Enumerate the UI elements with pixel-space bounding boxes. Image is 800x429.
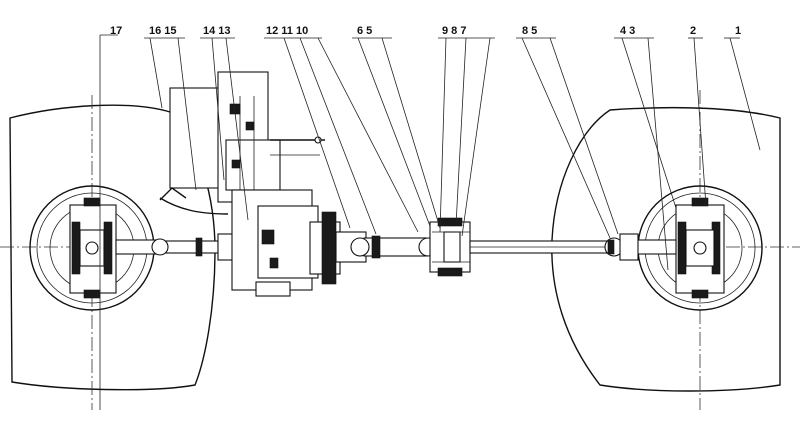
callout-2: 2 [690, 25, 696, 37]
left-half-shaft [151, 233, 241, 261]
leader-lines [99, 34, 761, 410]
callout-12-11-10: 12 11 10 [266, 25, 308, 37]
callout-6-5: 6 5 [357, 25, 372, 37]
right-drive-shaft [469, 233, 639, 261]
callout-8-5: 8 5 [522, 25, 537, 37]
callout-16-15: 16 15 [149, 25, 177, 37]
callout-4-3: 4 3 [620, 25, 635, 37]
central-propeller-shaft [350, 235, 438, 259]
intermediate-support-bearing [429, 217, 471, 277]
left-hub-assembly [29, 185, 157, 311]
right-wheel [551, 106, 781, 392]
callout-17: 17 [110, 25, 122, 37]
callout-14-13: 14 13 [203, 25, 231, 37]
right-hub-assembly [635, 185, 763, 311]
callout-1: 1 [735, 25, 741, 37]
callout-labels: 1 2 4 3 8 5 9 8 7 6 5 12 11 10 14 13 16 … [110, 25, 741, 37]
callout-9-8-7: 9 8 7 [442, 25, 466, 37]
engine-gearbox-block [159, 71, 367, 297]
